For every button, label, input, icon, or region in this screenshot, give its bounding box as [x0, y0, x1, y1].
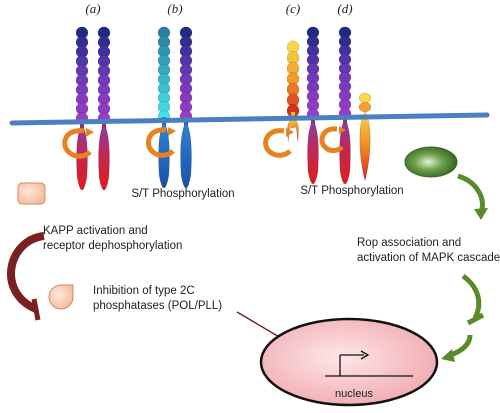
receptor-a-right [97, 26, 111, 191]
activation-arrow-upper [457, 173, 488, 220]
gene-promoter-icon [325, 350, 413, 377]
phosphorylation-arrow-d [319, 126, 346, 153]
plasma-membrane [9, 112, 490, 126]
activation-arrow-to-nucleus [441, 334, 473, 362]
phosphorylation-arrow-c [263, 128, 294, 158]
st-phosphorylation-label-left: S/T Phosphorylation [131, 188, 234, 200]
receptor-d-left [338, 26, 352, 185]
activation-arrow-lower [461, 273, 485, 326]
kapp-box [17, 182, 46, 205]
inhibition-text-line1: Inhibition of type 2C [93, 285, 195, 297]
rop-text-line1: Rop association and [357, 237, 461, 249]
receptor-d-right [358, 92, 372, 181]
receptor-c-left [286, 40, 300, 143]
receptor-c-right [306, 26, 320, 185]
kapp-text-line1: KAPP activation and [43, 225, 148, 237]
pp2c-teardrop [48, 284, 74, 310]
inhibition-text-line2: phosphatases (POL/PLL) [93, 300, 222, 312]
rop-text-line2: activation of MAPK cascade [357, 252, 500, 264]
st-phosphorylation-label-right: S/T Phosphorylation [300, 185, 403, 197]
receptor-b-right [179, 26, 193, 189]
receptor-b-left [157, 26, 171, 189]
panel-label-a: (a) [85, 1, 100, 16]
panel-label-b: (b) [167, 1, 182, 16]
receptor-a-left [75, 26, 89, 191]
rop-oval [404, 146, 458, 178]
phosphorylation-arrow-a [62, 128, 94, 159]
inhibition-arc [7, 232, 45, 321]
nucleus-label: nucleus [335, 388, 373, 400]
phosphorylation-arrow-b [145, 127, 176, 158]
receptor-group [75, 26, 372, 191]
panel-label-d: (d) [337, 1, 352, 16]
panel-label-c: (c) [286, 1, 300, 16]
nucleus [259, 317, 439, 407]
kapp-text-line2: receptor dephosphorylation [43, 240, 182, 252]
